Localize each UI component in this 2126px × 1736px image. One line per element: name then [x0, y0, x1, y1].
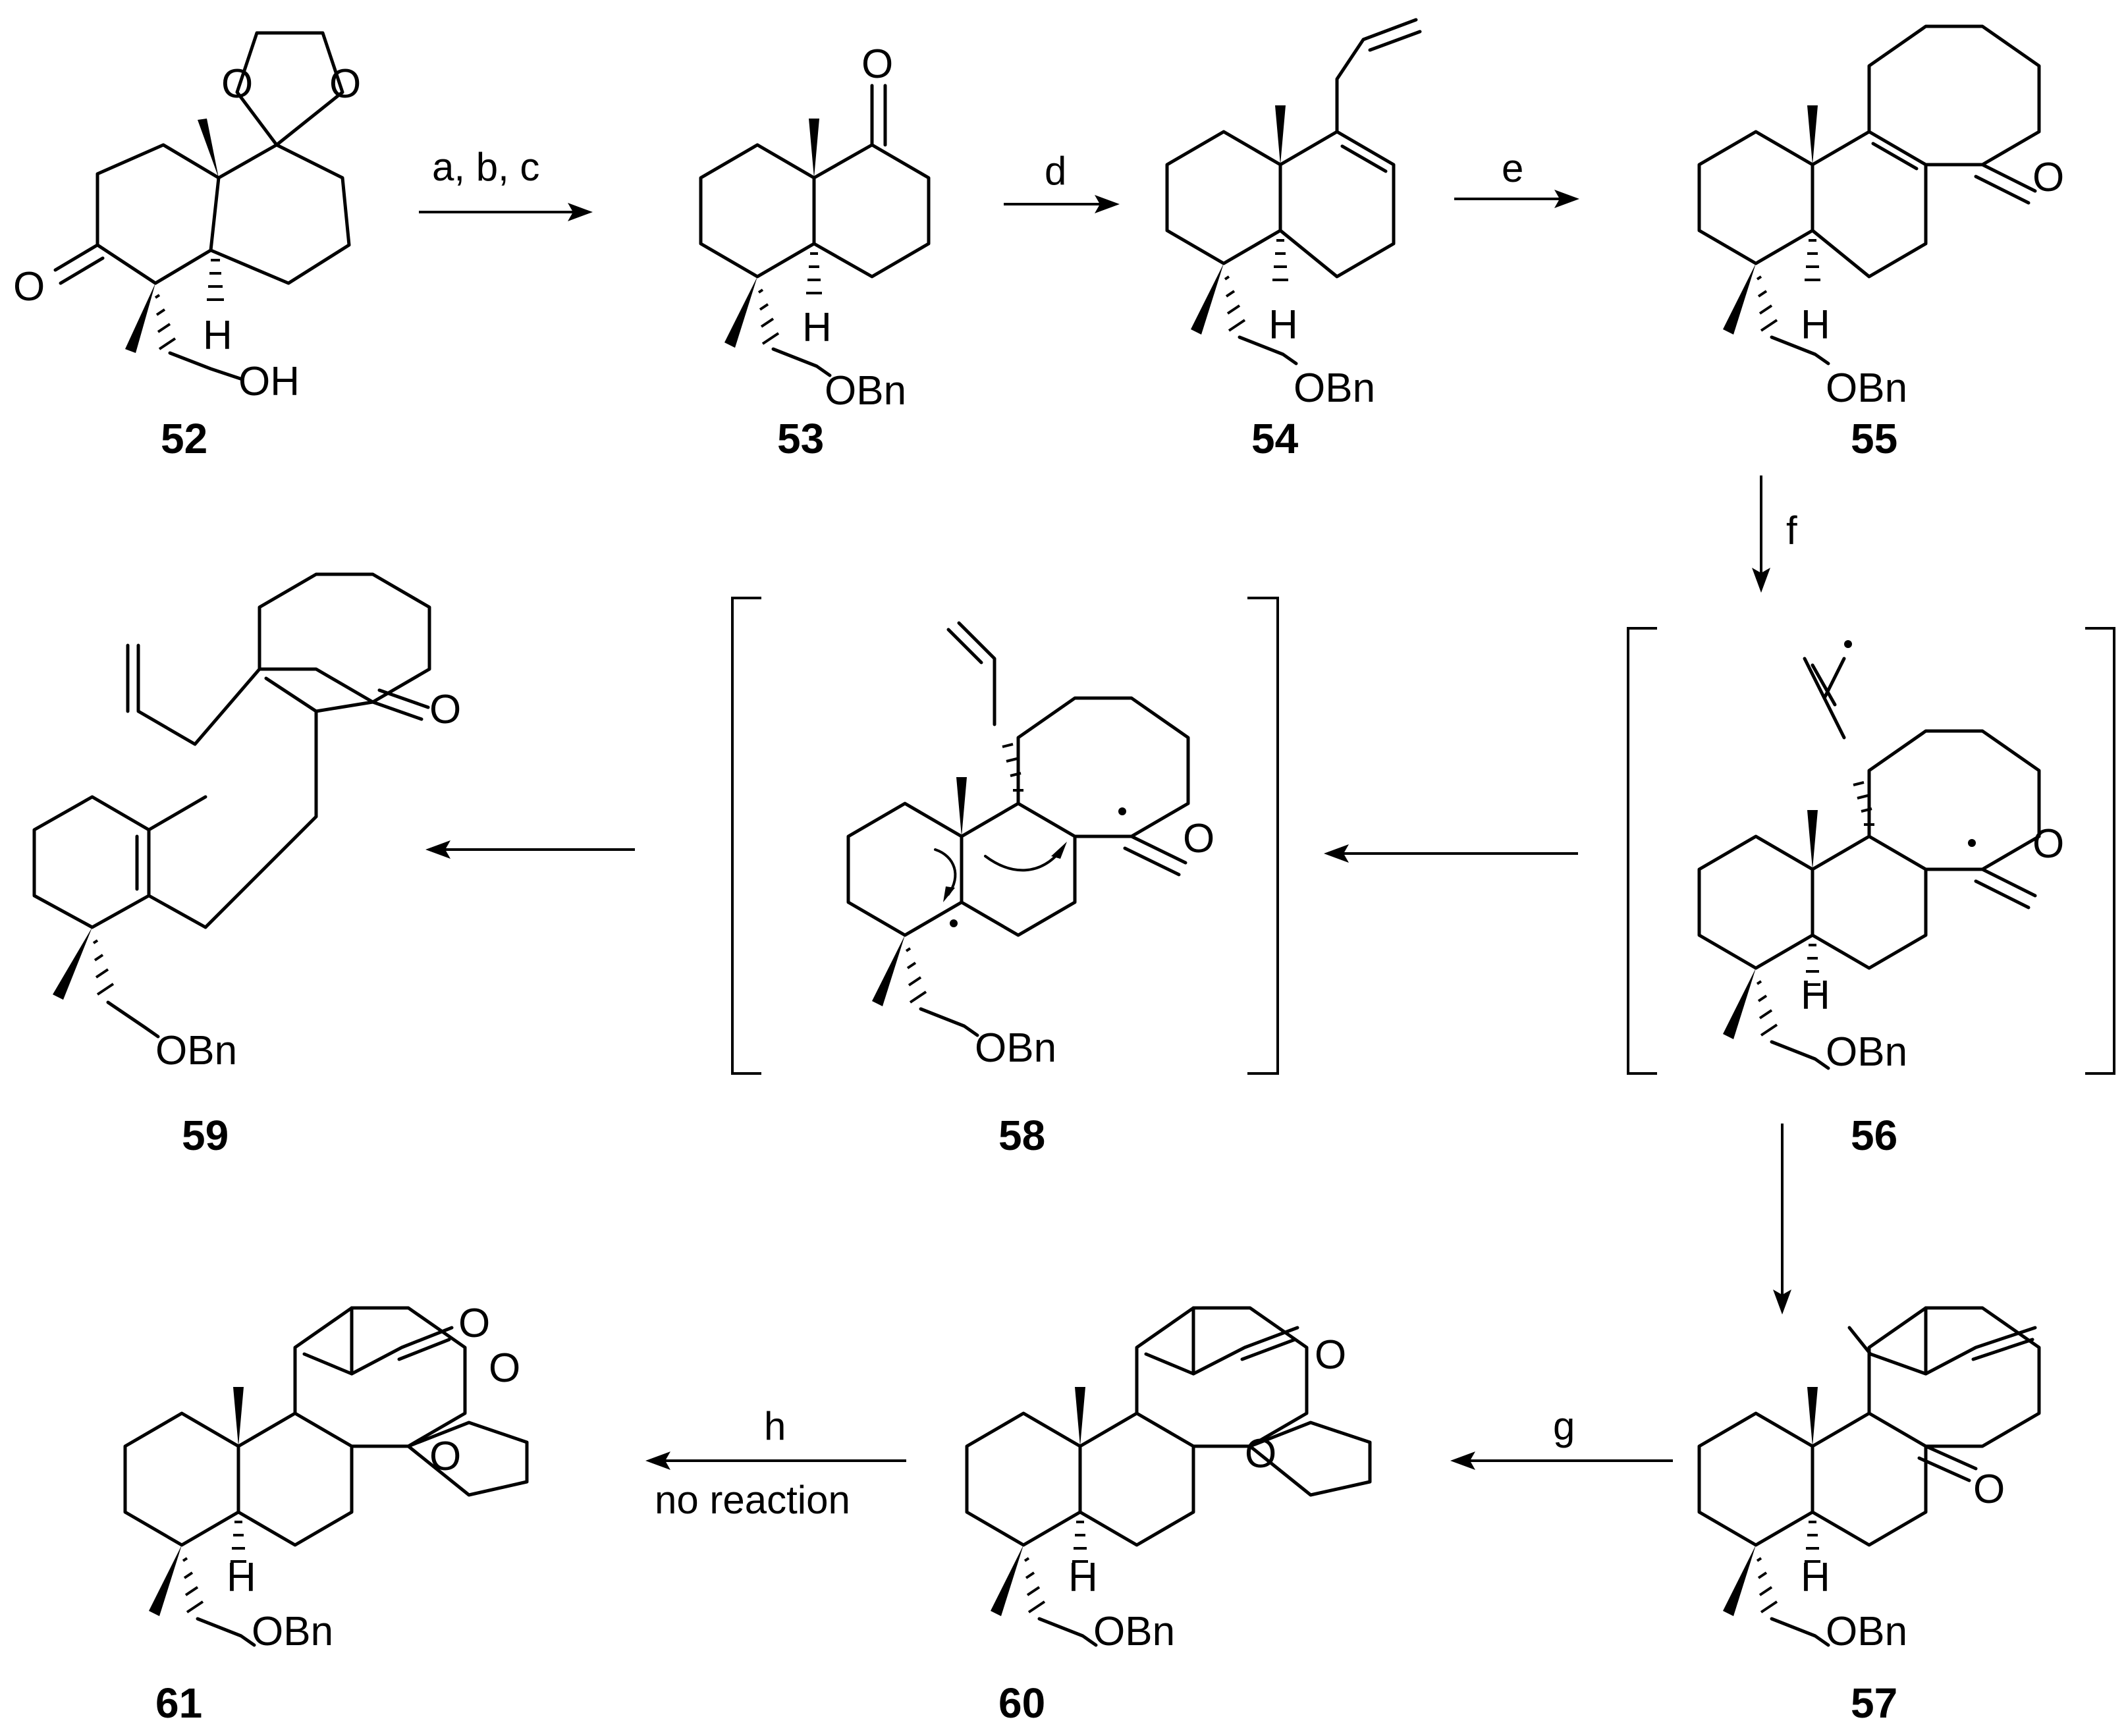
atom-OBn: OBn: [975, 1025, 1056, 1071]
atom-O: O: [1245, 1431, 1276, 1477]
arrow-abc: a, b, c: [419, 145, 593, 221]
arrow-e: e: [1454, 146, 1579, 208]
compound-label-53: 53: [777, 415, 824, 462]
atom-H: H: [1801, 302, 1830, 348]
compound-label-52: 52: [161, 415, 207, 462]
arrow-g: g: [1450, 1404, 1673, 1470]
compound-label-60: 60: [998, 1679, 1045, 1727]
atom-O: O: [458, 1301, 490, 1346]
atom-OBn: OBn: [1826, 1029, 1907, 1075]
condition-e: e: [1502, 146, 1523, 190]
arrow-56-to-58: [1324, 844, 1578, 863]
atom-O: O: [489, 1345, 520, 1391]
atom-H: H: [203, 313, 232, 358]
compound-60: O O H OBn 60: [965, 1306, 1372, 1727]
compound-label-59: 59: [182, 1112, 229, 1159]
compound-57: O H OBn 57: [1697, 1306, 2041, 1727]
compound-53: O H OBn 53: [699, 41, 931, 462]
atom-OBn: OBn: [1826, 366, 1907, 411]
arrow-f: f: [1752, 475, 1797, 593]
atom-H: H: [1801, 1555, 1830, 1600]
atom-H: H: [1268, 302, 1298, 348]
compound-label-56: 56: [1851, 1112, 1897, 1159]
arrow-58-to-59: [425, 840, 635, 859]
atom-O: O: [13, 264, 45, 310]
compound-61: O O O H OBn 61: [123, 1301, 529, 1727]
compound-59: O OBn 59: [32, 572, 461, 1159]
compound-label-58: 58: [998, 1112, 1045, 1159]
condition-g: g: [1553, 1404, 1575, 1448]
atom-O: O: [2032, 821, 2064, 867]
atom-O: O: [1183, 816, 1214, 861]
atom-H: H: [802, 305, 832, 350]
arrow-d: d: [1004, 149, 1120, 213]
compound-55: O H OBn 55: [1697, 24, 2064, 462]
condition-f: f: [1786, 508, 1797, 553]
atom-H: H: [1801, 973, 1830, 1018]
compound-label-55: 55: [1851, 415, 1897, 462]
compound-label-54: 54: [1251, 415, 1299, 462]
atom-O: O: [861, 41, 893, 87]
atom-O: O: [1973, 1467, 2005, 1512]
atom-OH: OH: [238, 359, 300, 404]
atom-O: O: [329, 61, 361, 107]
compound-54: H OBn 54: [1165, 18, 1422, 462]
atom-OBn: OBn: [1826, 1609, 1907, 1654]
compound-58: O OBn 58: [731, 597, 1279, 1159]
atom-O: O: [429, 687, 461, 732]
arrow-56-to-57: [1773, 1124, 1791, 1315]
atom-H: H: [227, 1555, 256, 1600]
atom-H: H: [1068, 1555, 1098, 1600]
compound-label-61: 61: [155, 1679, 202, 1727]
atom-O: O: [429, 1434, 461, 1479]
atom-OBn: OBn: [1294, 366, 1375, 411]
condition-h: h: [764, 1404, 786, 1448]
condition-abc: a, b, c: [432, 145, 539, 189]
atom-OBn: OBn: [155, 1028, 237, 1073]
atom-OBn: OBn: [252, 1609, 333, 1654]
atom-O: O: [1315, 1332, 1346, 1378]
atom-O: O: [221, 61, 253, 107]
condition-no-reaction: no reaction: [655, 1478, 850, 1522]
compound-56: O H OBn 56: [1627, 627, 2115, 1159]
arrow-h: h no reaction: [645, 1404, 906, 1522]
compound-label-57: 57: [1851, 1679, 1897, 1727]
condition-d: d: [1045, 149, 1066, 193]
atom-OBn: OBn: [1093, 1609, 1175, 1654]
atom-OBn: OBn: [825, 368, 906, 414]
compound-52: O O O H OH 52: [13, 31, 361, 462]
atom-O: O: [2032, 155, 2064, 200]
